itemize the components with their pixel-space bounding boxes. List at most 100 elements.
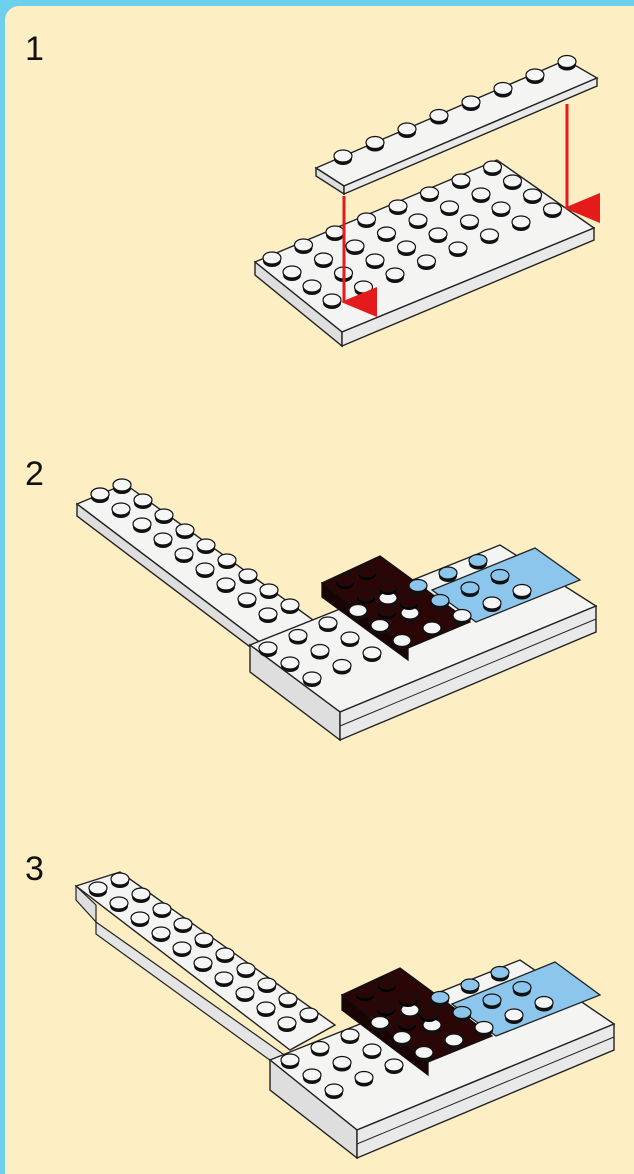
stud	[176, 524, 194, 539]
stud	[356, 986, 374, 1001]
stud	[303, 672, 321, 687]
stud	[431, 992, 449, 1007]
stud	[461, 582, 479, 597]
stud	[133, 518, 151, 533]
stud	[431, 595, 449, 610]
stud	[526, 69, 544, 84]
stud	[195, 933, 213, 948]
stud	[484, 161, 502, 176]
stud	[132, 888, 150, 903]
stud	[355, 1072, 373, 1087]
stud	[393, 1032, 411, 1047]
stud	[535, 997, 553, 1012]
stud	[197, 539, 215, 554]
stud	[131, 912, 149, 927]
stud	[333, 1057, 351, 1072]
stud	[289, 630, 307, 645]
stud	[295, 239, 313, 254]
stud	[91, 488, 109, 503]
stud	[378, 227, 396, 242]
stud	[357, 589, 375, 604]
stud	[175, 548, 193, 563]
stud	[155, 509, 173, 524]
stud	[341, 632, 359, 647]
stud	[238, 593, 256, 608]
stud	[174, 918, 192, 933]
stud	[112, 503, 130, 518]
stud	[377, 1001, 395, 1016]
stud	[513, 982, 531, 997]
stud	[326, 226, 344, 241]
stud	[378, 977, 396, 992]
step-3-illustration	[76, 872, 614, 1158]
stud	[278, 1017, 296, 1032]
stud	[452, 174, 470, 189]
base-plate	[255, 160, 594, 346]
stud	[263, 252, 281, 267]
stud	[483, 994, 501, 1009]
stud	[341, 1029, 359, 1044]
stud	[259, 642, 277, 657]
strip-plate	[316, 56, 597, 195]
stud	[483, 597, 501, 612]
stud	[325, 1084, 343, 1099]
stud	[524, 189, 542, 204]
stud	[423, 622, 441, 637]
stud	[111, 873, 129, 888]
stud	[281, 599, 299, 614]
stud	[173, 942, 191, 957]
stud	[336, 574, 354, 589]
stud	[462, 96, 480, 111]
stud	[400, 595, 418, 610]
stud	[385, 1059, 403, 1074]
stud	[215, 972, 233, 987]
stud	[475, 1022, 493, 1037]
stud	[358, 565, 376, 580]
stud	[346, 240, 364, 255]
stud	[257, 1002, 275, 1017]
stud	[358, 213, 376, 228]
stud	[418, 255, 436, 270]
step-1-illustration	[255, 56, 597, 347]
stud	[494, 83, 512, 98]
stud	[154, 533, 172, 548]
stud	[258, 978, 276, 993]
stud	[544, 203, 562, 218]
stud	[492, 202, 510, 217]
stud	[461, 979, 479, 994]
stud	[449, 242, 467, 257]
stud	[409, 214, 427, 229]
stud	[398, 123, 416, 138]
stud	[512, 216, 530, 231]
stud	[300, 1008, 318, 1023]
stud	[513, 585, 531, 600]
stud	[281, 1054, 299, 1069]
stud	[355, 281, 373, 296]
stud	[279, 993, 297, 1008]
stud	[491, 967, 509, 982]
stud	[366, 137, 384, 152]
step-2-illustration	[77, 479, 596, 740]
stud	[445, 1034, 463, 1049]
stud	[439, 567, 457, 582]
stud	[371, 1017, 389, 1032]
stud	[260, 584, 278, 599]
stud	[429, 228, 447, 243]
stud	[315, 253, 333, 268]
stud	[558, 56, 576, 71]
stud	[134, 494, 152, 509]
stud	[453, 1007, 471, 1022]
stud	[311, 1042, 329, 1057]
stud	[481, 229, 499, 244]
stud	[319, 617, 337, 632]
stud	[398, 241, 416, 256]
stud	[237, 963, 255, 978]
stud	[303, 280, 321, 295]
stud	[378, 604, 396, 619]
stud	[196, 563, 214, 578]
stud	[281, 657, 299, 672]
stud	[152, 927, 170, 942]
stud	[89, 882, 107, 897]
stud	[110, 897, 128, 912]
